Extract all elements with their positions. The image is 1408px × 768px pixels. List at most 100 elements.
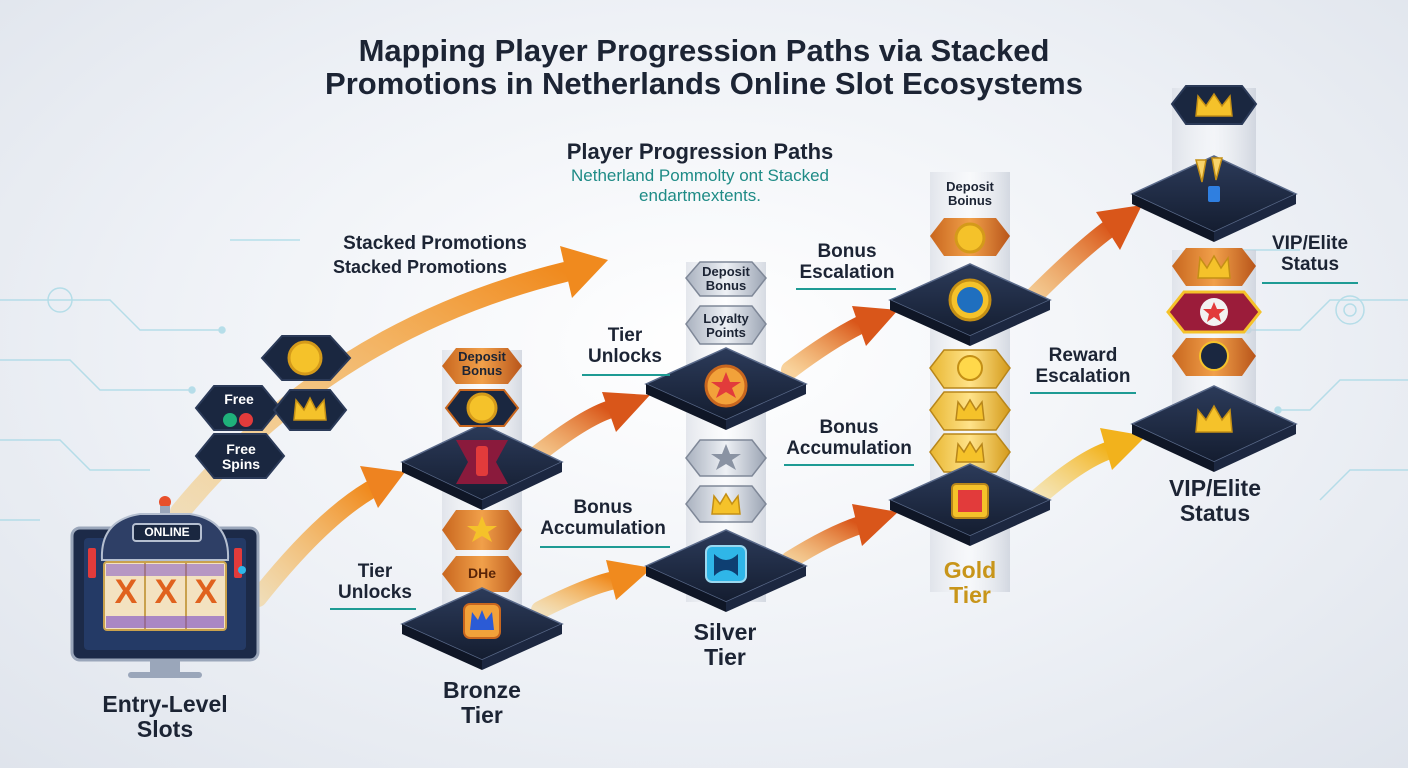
badge-line: Bonus xyxy=(461,362,503,378)
circuit-icon xyxy=(1199,341,1229,371)
label-reward-escalation: Reward Escalation xyxy=(1024,345,1142,387)
badge-line: Bonus xyxy=(705,277,747,293)
underline xyxy=(1262,282,1358,284)
badge-silver-deposit-bonus: Deposit Bonus xyxy=(688,265,764,292)
coin-icon xyxy=(287,340,323,376)
crown-icon xyxy=(955,398,985,421)
champagne-icon xyxy=(1195,157,1223,202)
star-icon xyxy=(711,444,741,470)
reel-1: X xyxy=(114,573,138,611)
badge-line: Deposit xyxy=(458,349,506,364)
circuit-icon xyxy=(957,287,983,313)
bronze-column xyxy=(400,348,564,670)
circuit-lines xyxy=(0,239,1408,521)
badge-silver-loyalty-points: Loyalty Points xyxy=(688,312,764,339)
tier-line: VIP/Elite xyxy=(1168,475,1262,501)
star-icon xyxy=(467,516,497,542)
label-stacked-promotions-2: Stacked Promotions xyxy=(332,257,508,277)
star-icon xyxy=(1203,302,1225,322)
label-line: Reward xyxy=(1048,345,1118,366)
label-bonus-accumulation-lower: Bonus Accumulation xyxy=(528,497,678,539)
badge-line: Points xyxy=(706,324,746,340)
label-line: Status xyxy=(1280,253,1340,275)
badge-free: Free xyxy=(224,391,254,407)
tier-line: Tier xyxy=(704,643,746,670)
label-line: Tier xyxy=(357,561,393,582)
arrow-bronze-to-silver-lower xyxy=(531,571,624,619)
crown-icon xyxy=(955,440,985,463)
underline xyxy=(796,288,896,290)
tier-line: Bronze xyxy=(443,677,521,703)
badge-bronze-mid: DHe xyxy=(467,565,496,581)
tier-vip-elite: VIP/Elite Status xyxy=(1130,476,1300,526)
badge-gold-deposit-bonus: Deposit Boinus xyxy=(932,180,1008,207)
subtitle-line-2: endartmextents. xyxy=(639,185,761,205)
badge-free-spins: Free Spins xyxy=(208,442,274,471)
tier-entry-level: Entry-Level Slots xyxy=(80,692,250,742)
crown-icon xyxy=(293,396,327,421)
underline xyxy=(582,374,670,376)
arrow-silver-to-gold-upper xyxy=(781,316,869,379)
crown-icon xyxy=(1195,404,1233,433)
badge-line: Spins xyxy=(221,455,261,472)
star-icon xyxy=(711,372,741,398)
page-title: Mapping Player Progression Paths via Sta… xyxy=(180,34,1228,101)
label-line: Tier xyxy=(607,325,643,346)
label-line: VIP/Elite xyxy=(1271,233,1349,254)
arrow-entry-to-bronze xyxy=(249,481,379,607)
crown-icon xyxy=(1195,92,1233,117)
badge-bronze-deposit-bonus: Deposit Bonus xyxy=(444,350,520,377)
silver-column xyxy=(644,261,808,612)
label-tier-unlocks-upper: Tier Unlocks xyxy=(570,325,680,367)
coin-icon xyxy=(954,222,986,254)
label-bonus-accumulation-upper: Bonus Accumulation xyxy=(774,417,924,459)
vip-column xyxy=(1130,85,1298,472)
label-line: Escalation xyxy=(1035,365,1131,387)
badge-line: Loyalty xyxy=(703,311,749,326)
label-vip-elite-upper: VIP/Elite Status xyxy=(1260,233,1360,275)
tier-gold: Gold Tier xyxy=(910,558,1030,608)
label-line: Accumulation xyxy=(540,517,666,539)
tier-line: Status xyxy=(1179,499,1251,526)
gold-column xyxy=(888,172,1052,592)
label-stacked-promotions-1: Stacked Promotions xyxy=(343,233,527,254)
tier-line: Silver xyxy=(693,619,757,645)
tier-line: Entry-Level xyxy=(102,691,228,717)
free-badges xyxy=(194,335,352,479)
badge-line: Deposit xyxy=(946,179,994,194)
reel-3: X xyxy=(194,573,218,611)
crown-icon xyxy=(1197,254,1231,279)
title-line-1: Mapping Player Progression Paths via Sta… xyxy=(358,33,1050,68)
machine-sign: ONLINE xyxy=(132,523,202,542)
crown-icon xyxy=(711,492,741,515)
arrow-gold-to-vip-lower xyxy=(1026,441,1119,509)
arrow-silver-to-gold-lower xyxy=(781,516,869,569)
subtitle-caption: Netherland Pommolty ont Stacked endartme… xyxy=(480,166,920,205)
label-line: Bonus xyxy=(819,417,879,438)
underline xyxy=(1030,392,1136,394)
title-line-2: Promotions in Netherlands Online Slot Ec… xyxy=(325,66,1083,102)
tier-line: Tier xyxy=(949,581,991,608)
badge-line: Free xyxy=(226,441,256,457)
underline xyxy=(540,546,670,548)
coin-icon xyxy=(466,392,498,424)
subtitle-line-1: Netherland Pommolty ont Stacked xyxy=(571,166,829,185)
subtitle-heading: Player Progression Paths xyxy=(566,139,834,164)
label-tier-unlocks-lower: Tier Unlocks xyxy=(320,561,430,603)
label-bonus-escalation: Bonus Escalation xyxy=(790,241,904,283)
label-line: Accumulation xyxy=(786,437,912,459)
tier-line: Tier xyxy=(461,701,503,728)
tier-bronze: Bronze Tier xyxy=(410,678,554,728)
coin-icon xyxy=(957,355,983,381)
arrow-gold-to-vip-top xyxy=(1021,219,1119,309)
tier-line: Slots xyxy=(136,715,194,742)
badge-line: Deposit xyxy=(702,264,750,279)
label-line: Escalation xyxy=(799,261,895,283)
tier-line: Gold xyxy=(943,557,997,583)
underline xyxy=(330,608,416,610)
label-line: Bonus xyxy=(817,241,877,262)
label-line: Unlocks xyxy=(338,581,412,603)
badge-line: Boinus xyxy=(947,192,993,208)
